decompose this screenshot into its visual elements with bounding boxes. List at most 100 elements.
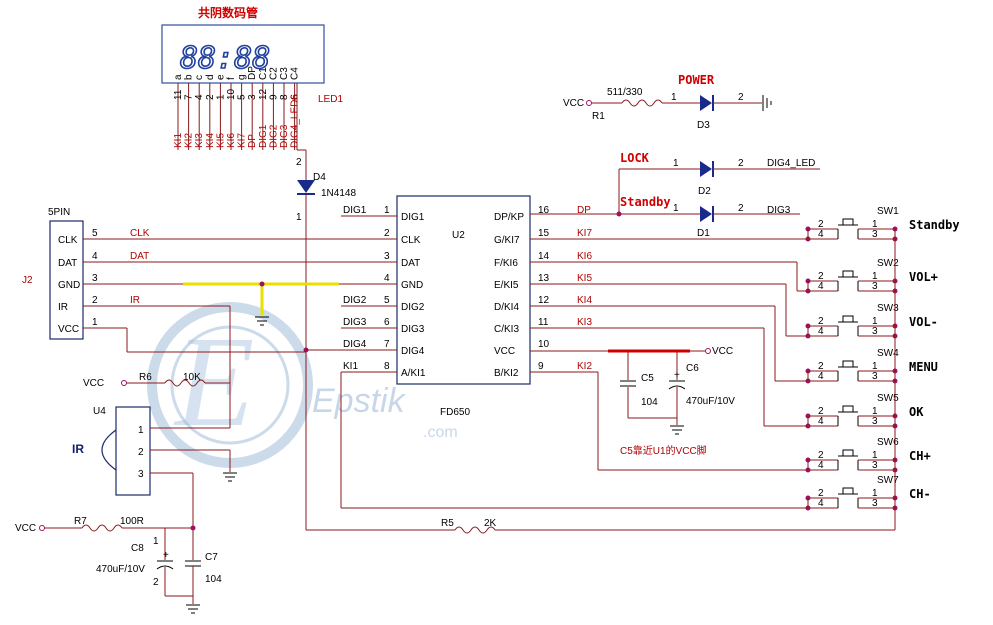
d3-p1: 1 xyxy=(671,92,677,103)
j2-pin-label: IR xyxy=(58,302,68,313)
switch-button xyxy=(842,405,854,413)
switch-pin-label: 1 xyxy=(872,219,878,230)
switch-pin-label: 1 xyxy=(872,406,878,417)
chip-left-pin-number: 2 xyxy=(384,228,390,239)
watermark-text: Epstik xyxy=(312,382,407,420)
chip-right-pin-label: C/KI3 xyxy=(494,324,519,335)
segment-label: d xyxy=(205,74,216,80)
chip-right-pin-label: DP/KP xyxy=(494,212,524,223)
d3-p2: 2 xyxy=(738,92,744,103)
c6-val: 470uF/10V xyxy=(686,396,735,407)
switch-pin-label: 1 xyxy=(872,361,878,372)
u4-p1: 1 xyxy=(138,425,144,436)
r5-ref: R5 xyxy=(441,518,454,529)
switch-label: MENU xyxy=(909,360,938,374)
display-pins: 11KI17KI24KI32KI41KI510KI65KI73DP12DIG19… xyxy=(173,83,306,151)
standby-title: Standby xyxy=(620,195,671,209)
c7-val: 104 xyxy=(205,574,222,585)
segment-label: C3 xyxy=(279,67,290,80)
switch-button xyxy=(842,487,854,495)
chip-left-pin-net: DIG4 xyxy=(343,339,367,350)
segment-label: C2 xyxy=(268,67,279,80)
chip-right-pin-net: KI6 xyxy=(577,251,592,262)
r7-vcc: VCC xyxy=(15,523,36,534)
chip-left-pin-number: 1 xyxy=(384,205,390,216)
display-pin-number: 8 xyxy=(279,94,290,100)
display-pin-number: 5 xyxy=(237,94,248,100)
d4-part: 1N4148 xyxy=(321,188,356,199)
d4-ref: D4 xyxy=(313,172,326,183)
chip-right-pin-net: KI3 xyxy=(577,317,592,328)
chip-left-pin-number: 8 xyxy=(384,361,390,372)
segment-label: C1 xyxy=(258,67,269,80)
chip-left-pin-label: DIG3 xyxy=(401,324,425,335)
switch-ref: SW4 xyxy=(877,348,899,359)
power-led-circuit: POWER VCC 511/330 R1 1 2 D3 xyxy=(563,73,772,131)
c6-ref: C6 xyxy=(686,363,699,374)
chip-right-pin-number: 15 xyxy=(538,228,550,239)
c8-plus: + xyxy=(163,550,169,561)
switch-pin-label: 2 xyxy=(818,271,824,282)
segment-label: C4 xyxy=(290,67,301,80)
chip-left-pin-net: DIG1 xyxy=(343,205,367,216)
ir-receiver: VCC R6 10K U4 IR 1 2 3 xyxy=(72,372,237,496)
switch-pin-label: 3 xyxy=(872,371,878,382)
display-pin-net: DIG1 xyxy=(258,124,269,148)
supply-filter: VCC R7 100R 1 + 2 C8 470uF/10V C7 104 xyxy=(15,473,222,614)
segment-label: DP xyxy=(247,66,258,80)
lock-led-circuit: LOCK 1 2 DIG4_LED D2 xyxy=(618,151,820,212)
display-pin-number: 7 xyxy=(184,94,195,100)
display-pin-net: DIG4_LED6 xyxy=(290,94,301,148)
r6-vcc: VCC xyxy=(83,378,104,389)
j2-pin-number: 1 xyxy=(92,317,98,328)
c8-ref: C8 xyxy=(131,543,144,554)
switch-pin-label: 2 xyxy=(818,406,824,417)
display-pin-number: 6 xyxy=(290,94,301,100)
display-pin-net: KI5 xyxy=(215,133,226,148)
chip-right-pin-number: 13 xyxy=(538,273,550,284)
d1-ref: D1 xyxy=(697,228,710,239)
switch-pin-label: 3 xyxy=(872,326,878,337)
chip-left-pin-number: 3 xyxy=(384,251,390,262)
decoupling-caps: VCC C5 104 + C6 470uF/10V C5靠近U1的VCC脚 xyxy=(530,346,735,457)
chip-left-pin-number: 5 xyxy=(384,295,390,306)
display-body xyxy=(161,24,325,84)
u4-p2: 2 xyxy=(138,447,144,458)
c5-ref: C5 xyxy=(641,373,654,384)
u4-ref: U4 xyxy=(93,406,106,417)
switch-label: CH- xyxy=(909,487,931,501)
d4-pin2: 2 xyxy=(296,157,302,168)
switch-pin-label: 4 xyxy=(818,371,824,382)
display-pin-net: DP xyxy=(247,134,258,148)
chip-right-pin-net: KI7 xyxy=(577,228,592,239)
switch-label: OK xyxy=(909,405,924,419)
switch-array: 2413SW1Standby2413SW2VOL+2413SW3VOL-2413… xyxy=(805,206,960,511)
chip-left-pin-net: DIG2 xyxy=(343,295,367,306)
j2-pin-net: DAT xyxy=(130,251,149,262)
chip-left-pin-label: GND xyxy=(401,280,423,291)
display-pin-number: 11 xyxy=(173,89,184,100)
switch-pin-label: 4 xyxy=(818,229,824,240)
chip-right-pin-label: F/KI6 xyxy=(494,258,518,269)
chip-right-pin-label: VCC xyxy=(494,346,515,357)
lock-title: LOCK xyxy=(620,151,650,165)
d2-p1: 1 xyxy=(673,158,679,169)
j2-pin-number: 5 xyxy=(92,228,98,239)
display-pin-net: KI4 xyxy=(205,133,216,148)
switch-pin-label: 2 xyxy=(818,316,824,327)
chip-right-pin-number: 14 xyxy=(538,251,550,262)
r6-val: 10K xyxy=(183,372,201,383)
segment-label: g xyxy=(237,74,248,80)
switch-label: VOL- xyxy=(909,315,938,329)
chip-left-pin-label: DIG1 xyxy=(401,212,425,223)
switch-ref: SW3 xyxy=(877,303,899,314)
chip-fd650: U2 FD650 DIG11DIG1CLK2DAT3GND4DIG25DIG2D… xyxy=(341,195,592,418)
display-pin-number: 12 xyxy=(258,88,269,100)
switch-button xyxy=(842,270,854,278)
gnd-bus xyxy=(183,281,397,326)
